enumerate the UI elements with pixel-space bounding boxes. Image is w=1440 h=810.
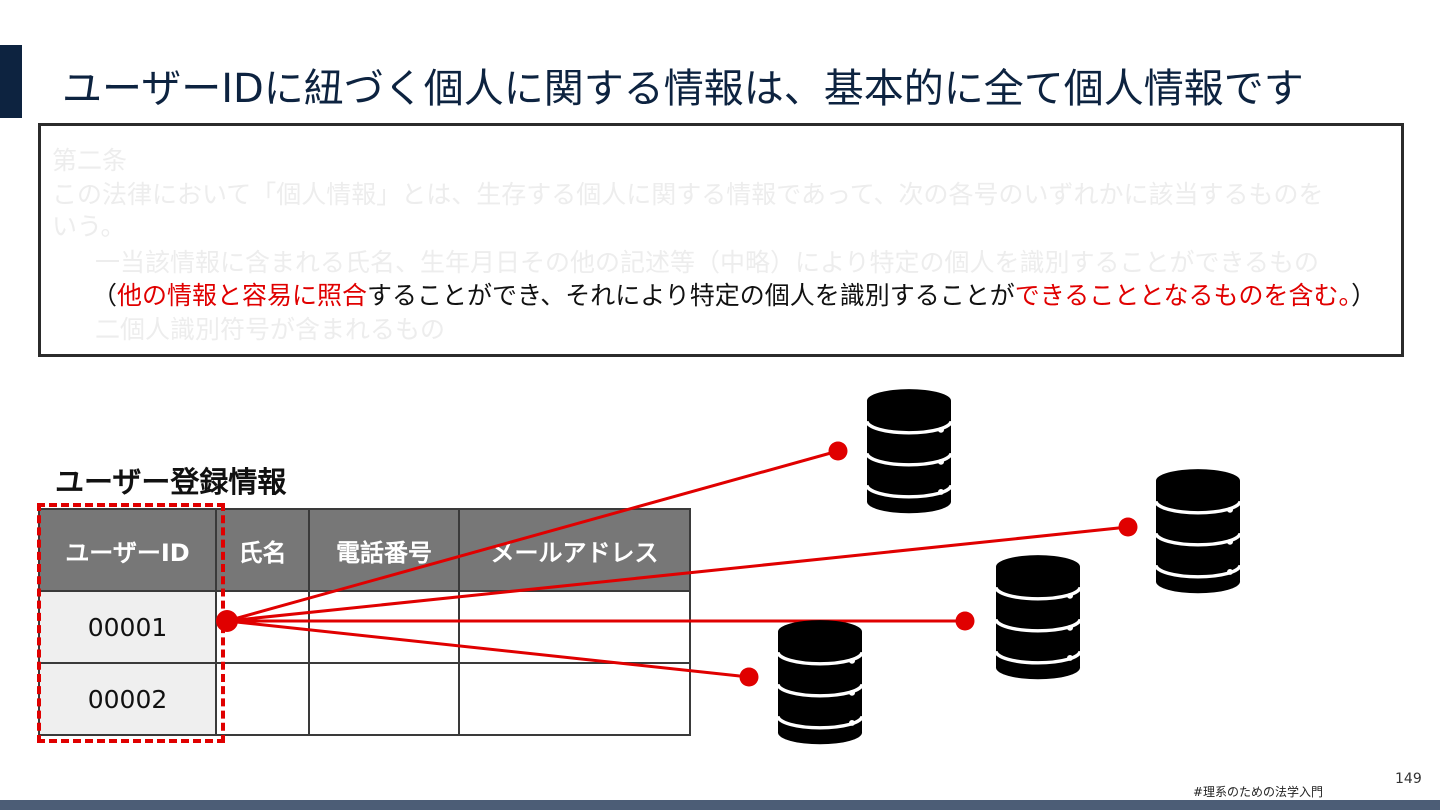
column-header-email: メールアドレス xyxy=(458,508,691,592)
law-emphasis-middle: することができ、それにより特定の個人を識別することが xyxy=(367,281,1015,310)
database-icon xyxy=(776,618,864,747)
link-line-db1 xyxy=(226,449,839,623)
bottom-bar xyxy=(0,800,1440,810)
link-endpoint-dot xyxy=(828,441,848,461)
law-text-line1: この法律において「個人情報」とは、生存する個人に関する情報であって、次の各号のい… xyxy=(52,180,1324,209)
registration-title: ユーザー登録情報 xyxy=(55,465,287,499)
user-id-cell: 00002 xyxy=(38,662,217,736)
email-cell xyxy=(458,662,691,736)
law-emphasis-red1: 他の情報と容易に照合 xyxy=(117,281,368,310)
law-quote-box xyxy=(38,123,1404,357)
table-row: 00001 xyxy=(38,590,691,664)
law-emphasis-close-paren: ） xyxy=(1351,281,1377,310)
phone-cell xyxy=(308,590,460,664)
column-header-name: 氏名 xyxy=(215,508,310,592)
law-article-label: 第二条 xyxy=(52,146,128,175)
footer-hashtag: #理系のための法学入門 xyxy=(1193,785,1324,799)
registration-table: ユーザーID 氏名 電話番号 メールアドレス 00001 00002 xyxy=(38,508,691,736)
link-line-db4 xyxy=(226,619,750,679)
database-icon xyxy=(994,553,1082,682)
table-row: 00002 xyxy=(38,662,691,736)
title-accent-bar xyxy=(0,45,22,118)
law-emphasis-line: （他の情報と容易に照合することができ、それにより特定の個人を識別することができる… xyxy=(92,276,1376,312)
link-endpoint-dot xyxy=(955,611,975,631)
link-endpoint-dot xyxy=(739,667,759,687)
email-cell xyxy=(458,590,691,664)
name-cell xyxy=(215,662,310,736)
database-icon xyxy=(865,387,953,516)
law-emphasis-open-paren: （ xyxy=(92,281,118,310)
link-line-db2 xyxy=(226,525,1129,623)
phone-cell xyxy=(308,662,460,736)
link-origin-dot xyxy=(216,610,238,632)
column-header-user-id: ユーザーID xyxy=(38,508,217,592)
law-item1: 一当該情報に含まれる氏名、生年月日その他の記述等（中略）により特定の個人を識別す… xyxy=(95,248,1320,277)
law-text-line2: いう。 xyxy=(52,212,126,241)
page-number: 149 xyxy=(1395,771,1422,787)
slide-title: ユーザーIDに紐づく個人に関する情報は、基本的に全て個人情報です xyxy=(62,66,1304,112)
law-item2: 二個人識別符号が含まれるもの xyxy=(95,315,446,344)
table-header-row: ユーザーID 氏名 電話番号 メールアドレス xyxy=(38,508,691,592)
link-endpoint-dot xyxy=(1118,517,1138,537)
law-emphasis-red2: できることとなるものを含む。 xyxy=(1014,281,1352,310)
database-icon xyxy=(1154,467,1242,596)
